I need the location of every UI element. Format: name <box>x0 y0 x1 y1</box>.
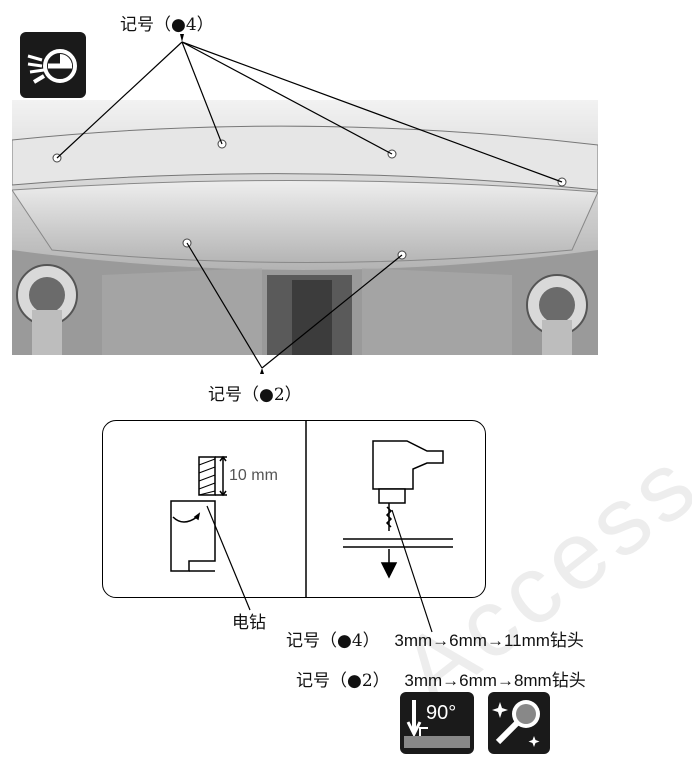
grinder-safety-icon <box>20 32 86 98</box>
spec-row-1-mark: 记号（●4） <box>286 631 380 651</box>
spec-row-2-steps: 3mm→6mm→8mm钻头 <box>404 671 586 690</box>
power-drill-icon <box>343 440 453 579</box>
top-callout-label: 记号（●4） <box>120 15 214 35</box>
drill-diagram: 10 mm <box>102 420 486 598</box>
angle-label: 90° <box>426 702 457 724</box>
bottom-callout-label: 记号（●2） <box>208 385 302 405</box>
sanding-tool-icon <box>488 692 550 754</box>
spec-row-2: 记号（●2） 3mm→6mm→8mm钻头 <box>296 666 586 691</box>
spec-row-2-mark: 记号（●2） <box>296 671 390 691</box>
depth-label: 10 mm <box>229 467 278 484</box>
drill-label: 电钻 <box>232 613 266 633</box>
spec-row-1: 记号（●4） 3mm→6mm→11mm钻头 <box>286 626 584 651</box>
drill-bit-icon <box>170 455 227 572</box>
underbody-photo <box>11 100 599 355</box>
drill-90-degree-icon: 90° <box>400 692 474 754</box>
spec-row-1-steps: 3mm→6mm→11mm钻头 <box>394 631 584 650</box>
